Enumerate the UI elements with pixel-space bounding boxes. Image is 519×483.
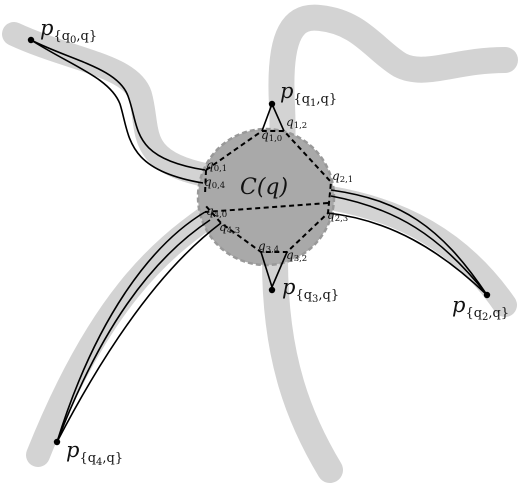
corridor-q0 — [2, 22, 217, 187]
corridor-q2 — [318, 186, 517, 317]
q-label-4-3: q4,3 — [219, 220, 240, 236]
q-label-2-3: q2,3 — [327, 208, 348, 224]
q-label-0-1: q0,1 — [206, 158, 227, 174]
corridor-river — [262, 4, 518, 483]
q-label-3-4: q3,4 — [258, 239, 279, 255]
boundary-labels: q0,1 q0,4 q1,0 q1,2 q2,1 q2,3 q3,4 q3,2 … — [204, 115, 353, 264]
q-label-1-2: q1,2 — [286, 115, 307, 131]
wire-q0-b — [30, 39, 204, 184]
endpoint-label-q2: p{q2,q} — [452, 293, 509, 323]
wire-q4-a — [56, 211, 206, 443]
dot-q3 — [268, 286, 276, 294]
wire-q4-c — [56, 222, 222, 443]
wire-q0-a — [30, 39, 206, 171]
q-label-1-0: q1,0 — [261, 128, 282, 144]
q-label-4-0: q4,0 — [206, 204, 227, 220]
endpoint-dots — [27, 36, 491, 446]
dot-q0 — [27, 36, 35, 44]
wire-q2-a — [330, 189, 488, 296]
endpoint-label-q3: p{q3,q} — [282, 275, 339, 305]
dot-q1 — [268, 100, 276, 108]
endpoint-label-q1: p{q1,q} — [280, 79, 337, 109]
q-label-0-4: q0,4 — [204, 175, 225, 191]
endpoint-label-q0: p{q0,q} — [40, 16, 97, 46]
chord-q20-q40 — [204, 202, 329, 213]
wire-q2-c — [327, 212, 488, 296]
endpoint-label-q4: p{q4,q} — [66, 438, 123, 468]
center-label: C(q) — [240, 175, 288, 200]
q-label-2-1: q2,1 — [332, 169, 353, 185]
wire-q2-b — [330, 195, 488, 296]
dot-q2 — [483, 291, 491, 299]
wire-q4-b — [56, 219, 211, 443]
q-label-3-2: q3,2 — [286, 248, 307, 264]
dot-q4 — [53, 438, 61, 446]
corridor-q4 — [26, 203, 222, 467]
endpoint-labels: p{q0,q} p{q1,q} p{q2,q} p{q3,q} p{q4,q} — [40, 16, 509, 468]
chord-q41-q04 — [204, 169, 207, 196]
